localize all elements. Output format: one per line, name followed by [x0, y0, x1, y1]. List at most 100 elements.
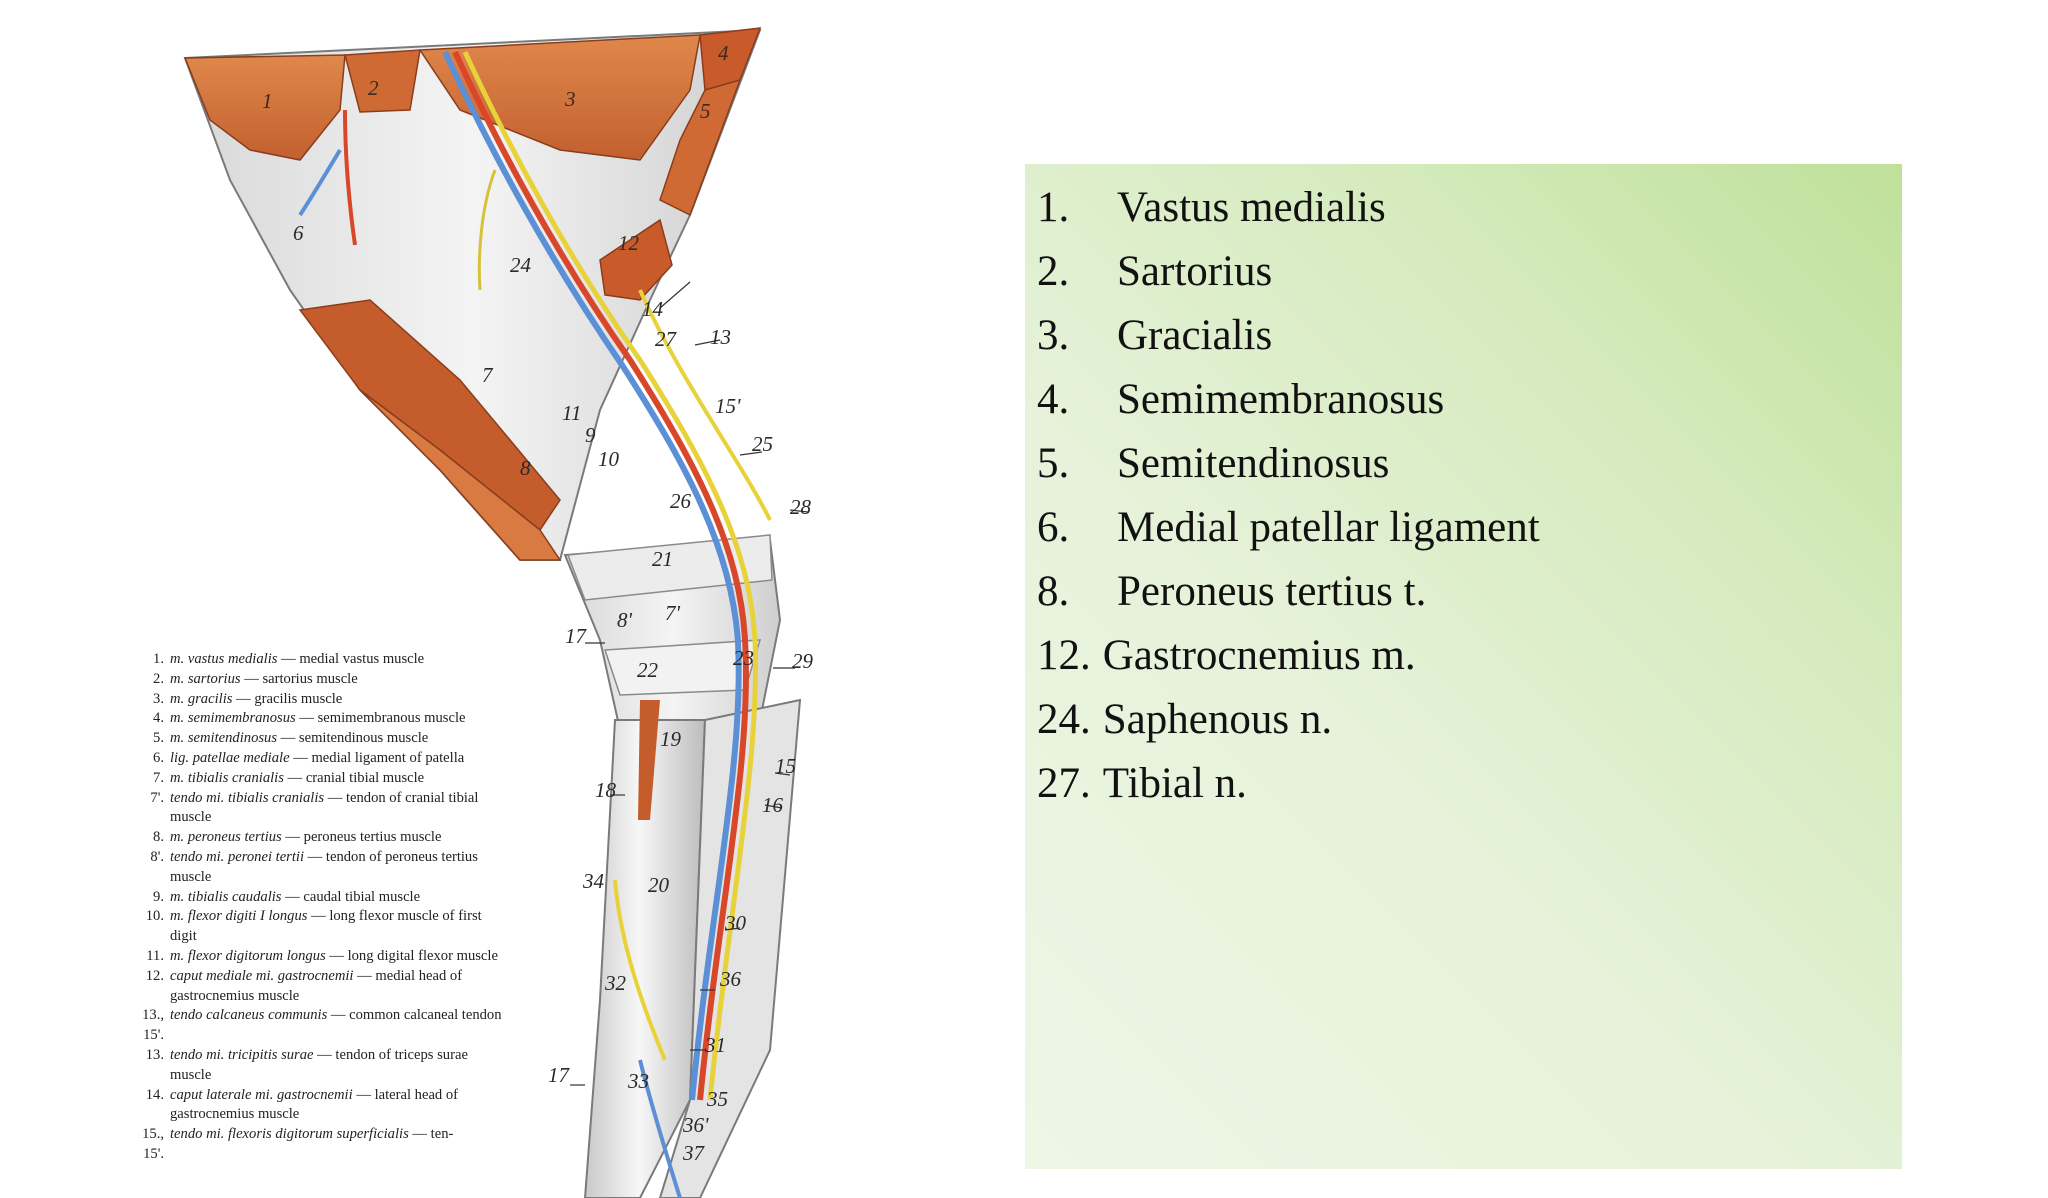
legend-english-term: — long flexor muscle of first digit — [170, 908, 482, 945]
callout-33: 33 — [627, 1069, 649, 1093]
legend-number: 10. — [145, 908, 164, 925]
term-item: 4.Semimembranosus — [1037, 368, 1540, 432]
sartorius-muscle — [344, 49, 421, 113]
legend-number: 9. — [153, 888, 164, 905]
callout-17-upper: 17 — [565, 624, 588, 648]
legend-english-term: — ten- — [408, 1126, 454, 1143]
legend-latin-term: m. semitendinosus — [170, 730, 278, 747]
callout-32: 32 — [604, 971, 627, 995]
legend-latin-term: tendo mi. tibialis cranialis — [170, 789, 325, 806]
callout-29: 29 — [792, 649, 814, 673]
legend-latin-term: m. flexor digiti I longus — [170, 908, 308, 925]
callout-27: 27 — [655, 327, 678, 351]
callout-16: 16 — [762, 793, 784, 817]
callout-10: 10 — [598, 447, 620, 471]
callout-36-prime: 36' — [682, 1113, 709, 1137]
term-number: 8. — [1037, 568, 1070, 615]
callout-20: 20 — [648, 873, 670, 897]
legend-latin-term: m. flexor digitorum longus — [170, 947, 326, 964]
legend-entry: 1. m. vastus medialis — medial vastus mus… — [142, 650, 502, 670]
legend-description: m. semimembranosus — semimembranous musc… — [170, 709, 502, 729]
legend-latin-term: tendo mi. tricipitis surae — [170, 1046, 314, 1063]
callout-2: 2 — [368, 76, 379, 100]
superficial-branch-red — [343, 109, 357, 246]
legend-number: 7. — [153, 769, 164, 786]
term-item: 24.Saphenous n. — [1037, 688, 1540, 752]
term-item: 3. Gracialis — [1037, 304, 1540, 368]
term-number: 2. — [1037, 248, 1070, 295]
legend-description: tendo mi. peronei tertii — tendon of per… — [170, 848, 502, 888]
callout-21: 21 — [652, 547, 673, 571]
callout-34: 34 — [582, 869, 605, 893]
term-name: Gastrocnemius m. — [1102, 632, 1416, 679]
legend-entry: 13., 15'.tendo calcaneus communis — comm… — [142, 1006, 502, 1046]
semimembranosus-muscle — [699, 27, 762, 91]
term-number: 3. — [1037, 312, 1070, 359]
legend-latin-term: lig. patellae mediale — [170, 749, 290, 766]
gastrocnemius-medial-head — [599, 218, 673, 301]
callout-23: 23 — [733, 646, 754, 670]
callout-11: 11 — [562, 401, 581, 425]
legend-entry: 11.m. flexor digitorum longus — long dig… — [142, 947, 502, 967]
callout-18: 18 — [595, 778, 617, 802]
legend-description: tendo mi. tibialis cranialis — tendon of… — [170, 789, 502, 829]
legend-description: tendo mi. flexoris digitorum superficial… — [170, 1125, 502, 1145]
legend-latin-term: m. semimembranosus — [170, 710, 296, 727]
legend-entry: 9.m. tibialis caudalis — caudal tibial m… — [142, 888, 502, 908]
legend-english-term: — semimembranous muscle — [295, 710, 466, 727]
legend-latin-term: tendo mi. flexoris digitorum superficial… — [170, 1126, 409, 1143]
term-name: Medial patellar ligament — [1117, 504, 1540, 551]
legend-number: 15., 15'. — [142, 1126, 164, 1162]
legend-latin-term: caput mediale mi. gastrocnemii — [170, 967, 354, 984]
term-item: 1. Vastus medialis — [1037, 176, 1540, 240]
legend-latin-term: tendo calcaneus communis — [170, 1007, 328, 1024]
tibial-nerve — [638, 289, 772, 521]
legend-entry: 5.m. semitendinosus — semitendinous musc… — [142, 729, 502, 749]
legend-description: m. sartorius — sartorius muscle — [170, 670, 502, 690]
anatomy-figure: 1 2 3 4 5 6 7 8 9 10 11 12 13 14 15' 15 … — [0, 0, 1020, 1198]
legend-english-term: — semitendinous muscle — [277, 730, 429, 747]
legend-english-term: — sartorius muscle — [240, 670, 358, 687]
callout-31: 31 — [704, 1033, 726, 1057]
legend-latin-term: m. tibialis caudalis — [170, 888, 282, 905]
legend-number: 8. — [153, 829, 164, 846]
legend-entry: 8.m. peroneus tertius — peroneus tertius… — [142, 828, 502, 848]
legend-english-term: — long digital flexor muscle — [325, 947, 498, 964]
callout-8: 8 — [520, 456, 531, 480]
callout-5: 5 — [700, 99, 711, 123]
term-number: 1. — [1037, 184, 1070, 231]
callout-12: 12 — [618, 231, 640, 255]
leader-lines — [570, 281, 809, 1086]
legend-number: 14. — [145, 1086, 164, 1103]
callout-19: 19 — [660, 727, 682, 751]
superficial-branch-blue — [298, 148, 342, 217]
legend-description: m. flexor digiti I longus — long flexor … — [170, 907, 502, 947]
legend-entry: 6.lig. patellae mediale — medial ligamen… — [142, 749, 502, 769]
saphenous-vein — [442, 50, 742, 1101]
peroneus-tertius-muscle — [359, 389, 562, 561]
legend-number: 1. — [153, 651, 164, 667]
legend-latin-term: m. sartorius — [170, 670, 241, 687]
figure-legend: 1. m. vastus medialis — medial vastus mus… — [142, 650, 502, 1165]
legend-description: m. vastus medialis — medial vastus muscl… — [170, 650, 502, 670]
legend-latin-term: m. tibialis cranialis — [170, 769, 284, 786]
hindlimb-medial-view-illustration: 1 2 3 4 5 6 7 8 9 10 11 12 13 14 15' 15 … — [183, 27, 814, 1198]
term-number: 27. — [1037, 760, 1091, 807]
legend-description: m. semitendinosus — semitendinous muscle — [170, 729, 502, 749]
term-item: 12.Gastrocnemius m. — [1037, 624, 1540, 688]
callout-1: 1 — [262, 89, 273, 113]
callout-7-prime: 7' — [665, 601, 681, 625]
saphenous-artery — [452, 50, 749, 1101]
callout-14: 14 — [642, 297, 664, 321]
callout-24: 24 — [510, 253, 532, 277]
legend-english-term: — cranial tibial muscle — [283, 769, 425, 786]
lower-vein-branch — [638, 1059, 682, 1198]
legend-english-term: — tendon of triceps surae muscle — [170, 1046, 468, 1083]
legend-description: lig. patellae mediale — medial ligament … — [170, 749, 502, 769]
term-name: Vastus medialis — [1117, 184, 1386, 231]
legend-latin-term: caput laterale mi. gastrocnemii — [170, 1086, 353, 1103]
term-name: Gracialis — [1117, 312, 1273, 359]
term-name: Semitendinosus — [1117, 440, 1390, 487]
